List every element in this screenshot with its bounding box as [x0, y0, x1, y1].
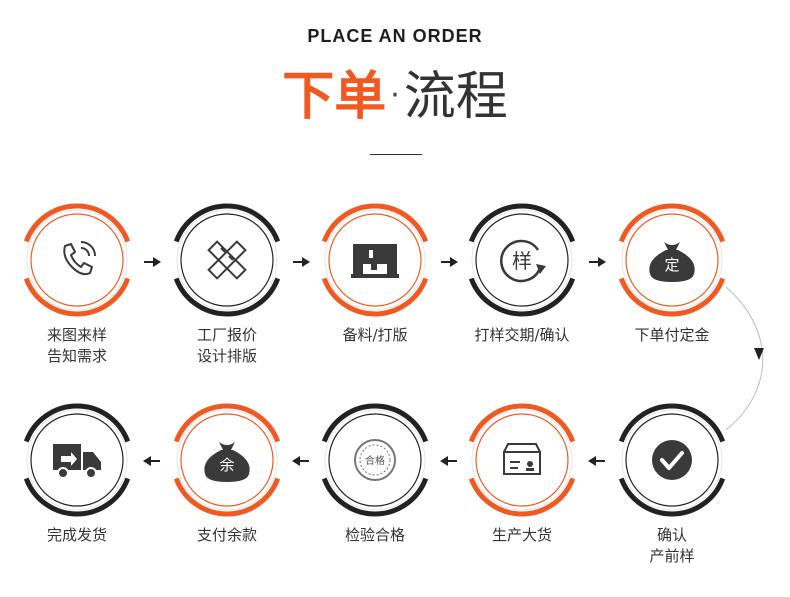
- flow-arrow-icon: [143, 456, 160, 466]
- step-label-line2: 产前样: [649, 547, 695, 565]
- step-label: 下单付定金: [592, 325, 752, 346]
- delivery-truck-icon: [53, 444, 101, 479]
- process-step: [167, 200, 287, 320]
- step-label: 支付余款: [147, 525, 307, 546]
- step-label-line1: 支付余款: [196, 526, 257, 544]
- cn-title-dot: ·: [390, 78, 400, 113]
- step-ring: [618, 403, 726, 517]
- process-step: [315, 200, 435, 320]
- svg-text:合格: 合格: [365, 454, 385, 467]
- step-label: 工厂报价设计排版: [147, 325, 307, 367]
- ruler-pencil-icon: [207, 240, 247, 280]
- deposit-bag-icon: 定: [649, 242, 695, 282]
- step-label: 备料/打版: [295, 325, 455, 346]
- step-ring: 样: [468, 203, 576, 317]
- balance-bag-icon: 余: [204, 442, 250, 482]
- svg-text:样: 样: [512, 249, 532, 273]
- flow-arrow-icon: [440, 456, 457, 466]
- step-ring: 定: [618, 203, 726, 317]
- flow-arrow-icon: [441, 257, 458, 267]
- step-ring: [468, 403, 576, 517]
- title-underline: [370, 154, 422, 155]
- phone-icon: [63, 241, 96, 276]
- process-step: 余: [167, 400, 287, 520]
- qualified-stamp-icon: 合格: [354, 439, 396, 481]
- flow-arrow-icon: [144, 257, 161, 267]
- step-ring: [23, 203, 131, 317]
- process-step: [17, 400, 137, 520]
- svg-text:定: 定: [664, 256, 679, 274]
- flow-arrow-icon: [293, 257, 310, 267]
- step-label: 打样交期/确认: [442, 325, 602, 346]
- step-label-line1: 下单付定金: [634, 326, 710, 344]
- step-label-line1: 打样交期/确认: [474, 326, 570, 344]
- step-ring: [23, 403, 131, 517]
- process-step: [462, 400, 582, 520]
- step-label-line1: 生产大货: [491, 526, 552, 544]
- step-label: 确认产前样: [592, 525, 752, 567]
- cn-title-rest: 流程: [403, 67, 508, 127]
- step-label-line1: 备料/打版: [342, 326, 408, 344]
- step-ring: 余: [173, 403, 281, 517]
- process-step: 样: [462, 200, 582, 320]
- step-label-line1: 确认: [656, 526, 687, 544]
- sewing-machine-icon: [351, 244, 399, 278]
- svg-text:余: 余: [219, 456, 234, 474]
- en-title: PLACE AN ORDER: [307, 26, 483, 46]
- process-step: 合格: [315, 400, 435, 520]
- flow-arrow-icon: [292, 456, 309, 466]
- step-label: 来图来样告知需求: [0, 325, 157, 367]
- process-step: 定: [612, 200, 732, 320]
- step-label-line1: 检验合格: [344, 526, 405, 544]
- flow-arrow-icon: [588, 456, 605, 466]
- step-label: 生产大货: [442, 525, 602, 546]
- cn-title: 下单·流程: [0, 62, 790, 135]
- process-step: [17, 200, 137, 320]
- step-ring: 合格: [321, 403, 429, 517]
- production-box-icon: [503, 443, 541, 475]
- step-label-line2: 设计排版: [196, 347, 257, 365]
- step-label: 检验合格: [295, 525, 455, 546]
- process-step: [612, 400, 732, 520]
- cn-title-accent: 下单: [282, 67, 387, 127]
- step-ring: [173, 203, 281, 317]
- step-ring: [321, 203, 429, 317]
- step-label-line1: 完成发货: [46, 526, 107, 544]
- step-label-line1: 工厂报价: [196, 326, 257, 344]
- step-label-line1: 来图来样: [46, 326, 107, 344]
- check-circle-icon: [652, 440, 692, 480]
- step-label-line2: 告知需求: [46, 347, 107, 365]
- sample-cycle-icon: 样: [500, 239, 546, 283]
- flow-arrow-icon: [589, 257, 606, 267]
- step-label: 完成发货: [0, 525, 157, 546]
